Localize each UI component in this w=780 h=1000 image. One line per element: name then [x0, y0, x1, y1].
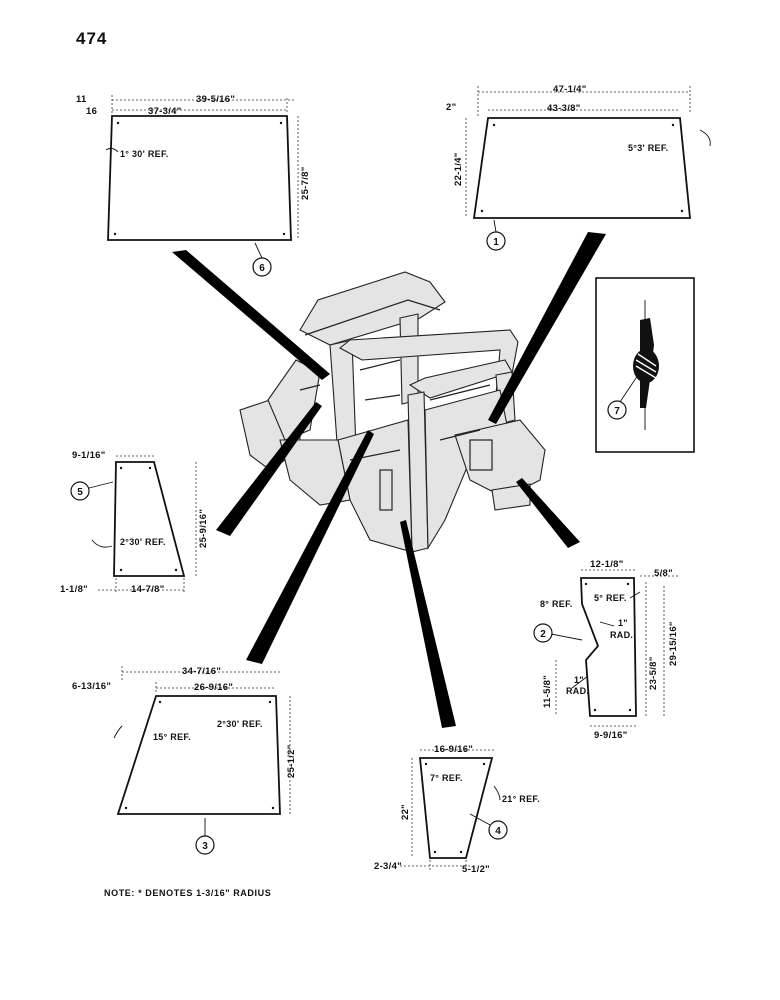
- callout-5-label: 5: [77, 487, 83, 498]
- dim-4-height: 22": [400, 804, 411, 820]
- pointer-4: [400, 520, 456, 728]
- dim-4-top: 16-9/16": [434, 744, 473, 755]
- dim-1-height: 22-1/4": [453, 152, 464, 186]
- glass-panel-3: [116, 695, 281, 815]
- dim-6-top: 37-3/4": [148, 106, 182, 117]
- cab-illustration: [239, 271, 546, 553]
- callout-7-label: 7: [614, 406, 620, 417]
- dim-5-height: 25-9/16": [198, 509, 209, 548]
- dim-6-offset-a: 11: [76, 94, 87, 105]
- callout-5: [70, 481, 90, 501]
- callout-2: [533, 623, 553, 643]
- panel-1: 47-1/4" 2" 43-3/8" 22-1/4" 5°3' REF. 1: [446, 84, 711, 251]
- dim-3-offset: 6-13/16": [72, 681, 111, 692]
- dim-2-top: 12-1/8": [590, 559, 624, 570]
- pointer-5: [216, 402, 322, 536]
- dim-1-offset: 2": [446, 102, 456, 113]
- panel-4: 16-9/16" 22" 2-3/4" 5-1/2" 7° REF. 21° R…: [374, 744, 540, 875]
- dim-3-top: 26-9/16": [194, 682, 233, 693]
- dim-4-bottom: 5-1/2": [462, 864, 490, 875]
- dim-1-top: 43-3/8": [547, 103, 581, 114]
- dim-6-offset-b: 16: [86, 106, 97, 117]
- callout-4-label: 4: [495, 826, 501, 837]
- pointer-2: [516, 478, 580, 548]
- pointer-6: [172, 250, 330, 380]
- ref-2-radius-b-label: RAD.: [566, 686, 589, 696]
- dim-5-bottom: 14-7/8": [131, 584, 165, 595]
- dim-1-overall: 47-1/4": [553, 84, 587, 95]
- callout-4: [488, 820, 508, 840]
- callout-6: [252, 257, 272, 277]
- radius-note: NOTE: * DENOTES 1-3/16" RADIUS: [104, 888, 271, 898]
- dim-3-height: 25-1/2": [286, 744, 297, 778]
- ref-2-radius-a: 1": [618, 618, 628, 628]
- ref-4-top-angle: 7° REF.: [430, 773, 463, 783]
- dim-6-height: 25-7/8": [300, 166, 311, 200]
- ref-4-side-angle: 21° REF.: [502, 794, 540, 804]
- callout-3-label: 3: [202, 841, 208, 852]
- callout-1: [486, 231, 506, 251]
- ref-1-angle: 5°3' REF.: [628, 143, 668, 153]
- glass-panel-4: [419, 757, 494, 859]
- pointer-1: [488, 232, 606, 424]
- ref-3-left-angle: 15° REF.: [153, 732, 191, 742]
- pointer-wedges: [172, 232, 606, 728]
- ref-2-radius-a-label: RAD.: [610, 630, 633, 640]
- glass-panel-1: [472, 117, 691, 219]
- panel-3: 34-7/16" 6-13/16" 26-9/16" 25-1/2" 15° R…: [72, 666, 297, 855]
- callout-6-label: 6: [259, 263, 265, 274]
- panel-6: 11 16 39-5/16" 37-3/4" 25-7/8" 1° 30' RE…: [76, 94, 311, 277]
- dim-2-bottom: 9-9/16": [594, 730, 628, 741]
- panel-7: 7: [595, 277, 695, 453]
- dim-2-overall-height: 29-15/16": [668, 621, 679, 666]
- ref-2-radius-b: 1": [574, 675, 584, 685]
- pointer-3: [246, 430, 374, 664]
- page-number: 474: [76, 29, 107, 48]
- ref-2-left-angle: 8° REF.: [540, 599, 573, 609]
- dim-3-overall: 34-7/16": [182, 666, 221, 677]
- glass-panel-2: [580, 577, 637, 717]
- dim-5-top: 9-1/16": [72, 450, 106, 461]
- dim-4-offset: 2-3/4": [374, 861, 402, 872]
- ref-6-angle: 1° 30' REF.: [120, 149, 169, 159]
- glass-panel-5: [113, 461, 186, 577]
- dim-5-offset: 1-1/8": [60, 584, 88, 595]
- dim-2-mid-height: 23-5/8": [648, 656, 659, 690]
- glass-panel-6: [107, 115, 292, 241]
- dim-6-overall: 39-5/16": [196, 94, 235, 105]
- callout-3: [195, 835, 215, 855]
- ref-5-angle: 2°30' REF.: [120, 537, 166, 547]
- dim-2-lower-height: 11-5/8": [542, 675, 553, 708]
- callout-2-label: 2: [540, 629, 546, 640]
- panel-2: 12-1/8" 5/8" 9-9/16" 11-5/8" 23-5/8" 29-…: [533, 559, 680, 741]
- ref-3-right-angle: 2°30' REF.: [217, 719, 263, 729]
- ref-2-right-angle: 5° REF.: [594, 593, 627, 603]
- dim-2-offset: 5/8": [654, 568, 673, 579]
- callout-1-label: 1: [493, 237, 499, 248]
- callout-7: [607, 400, 627, 420]
- panel-5: 9-1/16" 25-9/16" 1-1/8" 14-7/8" 2°30' RE…: [60, 450, 209, 595]
